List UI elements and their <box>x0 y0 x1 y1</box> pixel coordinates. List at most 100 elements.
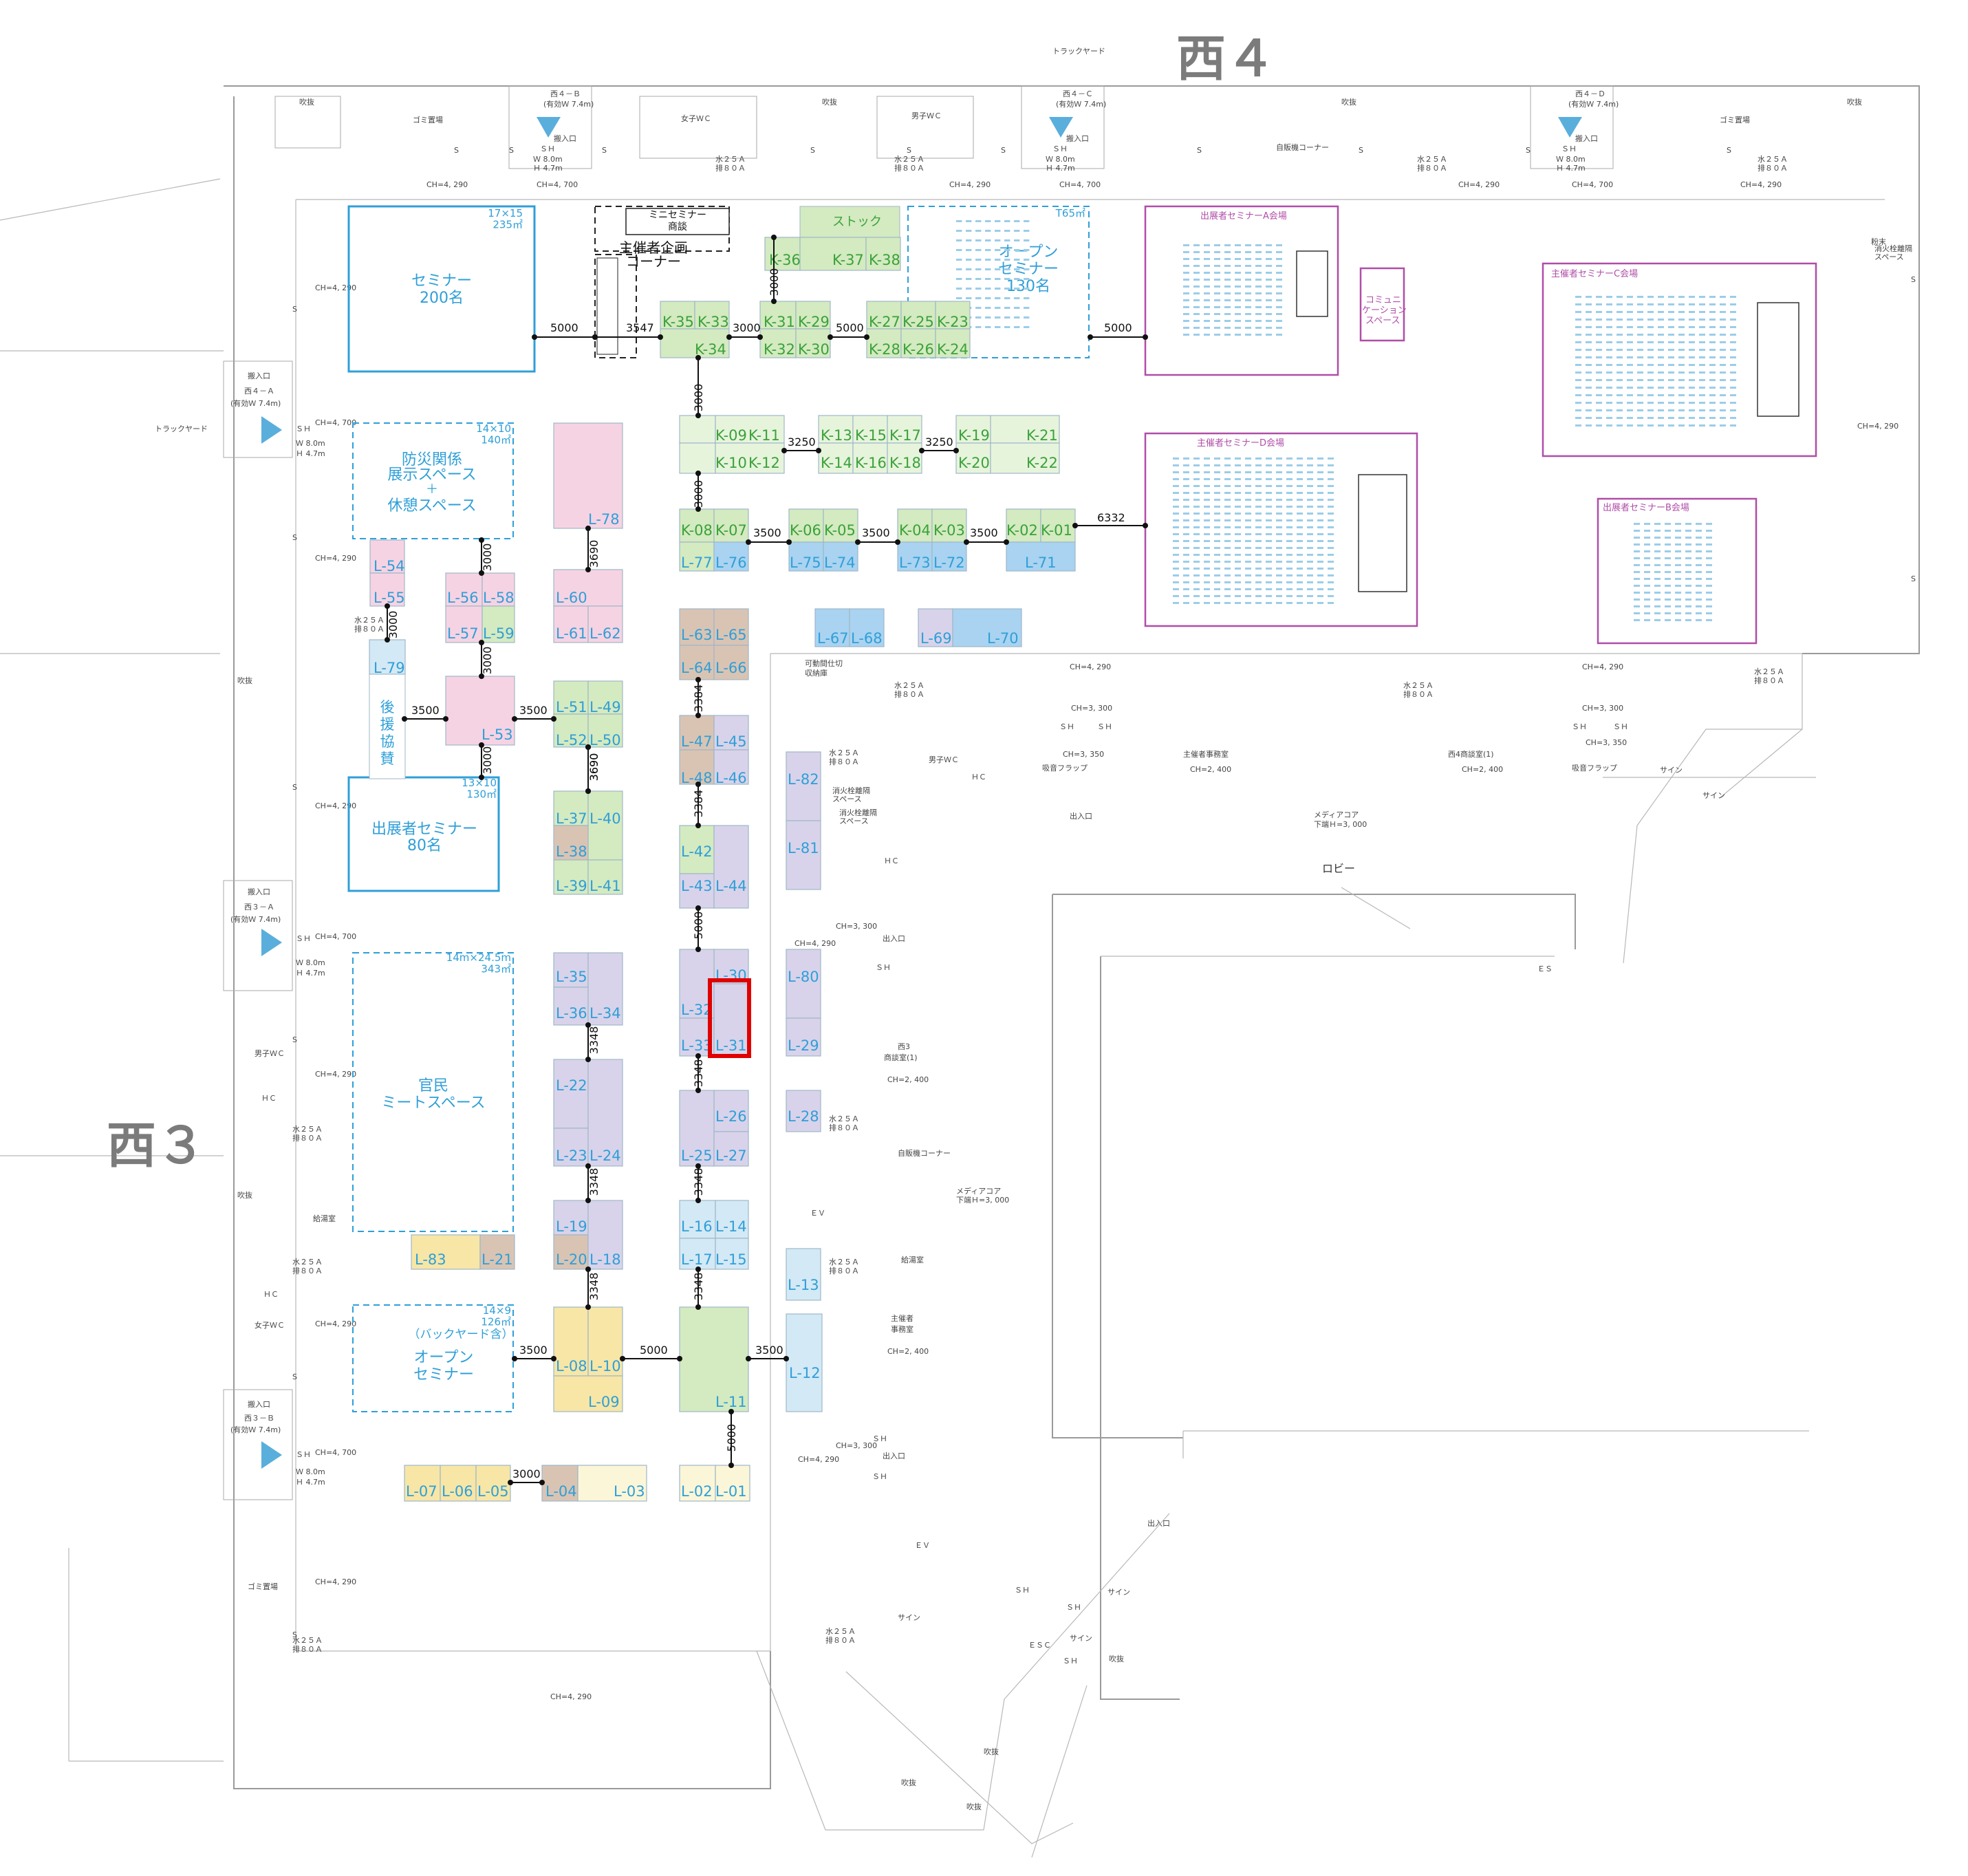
seat-mark <box>1644 585 1650 587</box>
seat-mark <box>1706 578 1712 580</box>
seat-mark <box>1004 316 1010 319</box>
seat-mark <box>1634 605 1640 607</box>
seat-mark <box>1173 506 1179 508</box>
seat-mark <box>1654 619 1661 621</box>
seat-mark <box>1678 349 1685 351</box>
seat-mark <box>1224 251 1231 253</box>
seat-mark <box>1183 299 1189 301</box>
seat-mark <box>1214 279 1220 281</box>
seat-mark <box>1276 320 1282 322</box>
booth-label-l-61: L-61 <box>556 625 587 642</box>
dimension-label: 5000 <box>725 1424 738 1452</box>
mini-seminar-sublabel: 商談 <box>668 222 687 233</box>
booth-l-46 <box>713 749 749 785</box>
seat-mark <box>1224 306 1231 308</box>
seat-mark <box>1297 568 1303 570</box>
seat-mark <box>1616 326 1623 328</box>
seat-mark <box>1276 292 1282 294</box>
seat-mark <box>1224 574 1231 576</box>
dimension-dot <box>677 1356 682 1361</box>
seat-mark <box>1606 326 1612 328</box>
seat-mark <box>1668 387 1674 389</box>
booth-l-61 <box>553 605 589 643</box>
booth-label-l-72: L-72 <box>933 554 965 571</box>
seat-mark <box>1214 251 1220 253</box>
seat-mark <box>1668 334 1674 336</box>
ceiling-height-label: CH=4, 290 <box>1740 180 1782 189</box>
booth-label-k-19: K-19 <box>958 427 990 444</box>
seat-mark <box>1658 364 1664 366</box>
seat-mark <box>1606 341 1612 343</box>
seat-mark <box>1286 485 1293 487</box>
seat-mark <box>1696 557 1702 559</box>
dimension-label: 5000 <box>640 1344 668 1357</box>
shutter-label: ＳＨ <box>876 963 891 972</box>
ceiling-height-label: CH=4, 290 <box>315 801 356 810</box>
seat-mark <box>1183 519 1189 521</box>
drain-label: 排８０Ａ <box>894 689 924 699</box>
seat-mark <box>1193 265 1200 267</box>
dimension-dot <box>1072 523 1078 528</box>
dimension-label: 3690 <box>587 753 601 781</box>
seat-mark <box>1627 379 1633 381</box>
seat-mark <box>1224 540 1231 542</box>
booth-label-k-12: K-12 <box>748 455 780 471</box>
shutter-label: ＳＨ <box>1572 722 1587 731</box>
seat-mark <box>1575 341 1581 343</box>
seat-mark <box>1647 326 1654 328</box>
seat-mark <box>1224 485 1231 487</box>
seat-mark <box>1224 526 1231 528</box>
seat-mark <box>1204 327 1210 329</box>
dimension-dot <box>402 716 407 722</box>
seat-mark <box>1204 513 1210 515</box>
seat-mark <box>1575 303 1581 305</box>
seat-mark <box>995 326 1001 328</box>
drain-label: 排８０Ａ <box>894 163 924 173</box>
shutter-label: ＳＨ <box>1015 1586 1030 1595</box>
seat-mark <box>1214 540 1220 542</box>
seat-mark <box>1193 285 1200 288</box>
booth-l-21 <box>479 1234 515 1270</box>
seat-mark <box>1204 526 1210 528</box>
text-line: 消火栓離隔 <box>832 786 870 795</box>
seat-mark <box>1014 297 1020 299</box>
booth-label-l-45: L-45 <box>715 733 747 750</box>
seat-mark <box>1183 568 1189 570</box>
water-label: 水２５Ａ <box>1417 155 1447 164</box>
seat-mark <box>1720 356 1726 358</box>
booth-label-l-39: L-39 <box>556 878 587 894</box>
kadou-line: 収納庫 <box>805 668 828 678</box>
seat-mark <box>1709 394 1716 396</box>
seat-mark <box>1689 424 1695 427</box>
seat-mark <box>1606 311 1612 313</box>
community-label: コミュニ <box>1365 295 1401 305</box>
seat-mark <box>1328 457 1334 460</box>
seat-mark <box>1596 349 1602 351</box>
water-label: 水２５Ａ <box>829 1258 859 1266</box>
ceiling-height-label: CH=4, 290 <box>315 1577 356 1586</box>
seat-mark <box>1214 272 1220 274</box>
dimension-dot <box>585 1266 591 1272</box>
seat-mark <box>1730 296 1736 298</box>
seat-mark <box>1699 387 1705 389</box>
h-label: Ｈ 4.7m <box>1046 164 1075 173</box>
booth-label-l-27: L-27 <box>715 1147 747 1164</box>
seat-mark <box>1204 519 1210 521</box>
seat-mark <box>1668 364 1674 366</box>
dimension-dot <box>695 713 701 718</box>
seat-mark <box>1173 540 1179 542</box>
seat-mark <box>1685 619 1691 621</box>
seat-mark <box>1689 341 1695 343</box>
seat-mark <box>1224 478 1231 480</box>
seat-mark <box>1204 499 1210 501</box>
booth-k-34 <box>660 328 730 358</box>
seat-mark <box>1266 471 1272 473</box>
seat-mark <box>1616 334 1623 336</box>
booth-k-36 <box>764 237 801 271</box>
seat-mark <box>1307 568 1313 570</box>
seat-mark <box>1204 299 1210 301</box>
seat-mark <box>1255 279 1262 281</box>
seat-mark <box>1699 424 1705 427</box>
seat-mark <box>1173 464 1179 466</box>
